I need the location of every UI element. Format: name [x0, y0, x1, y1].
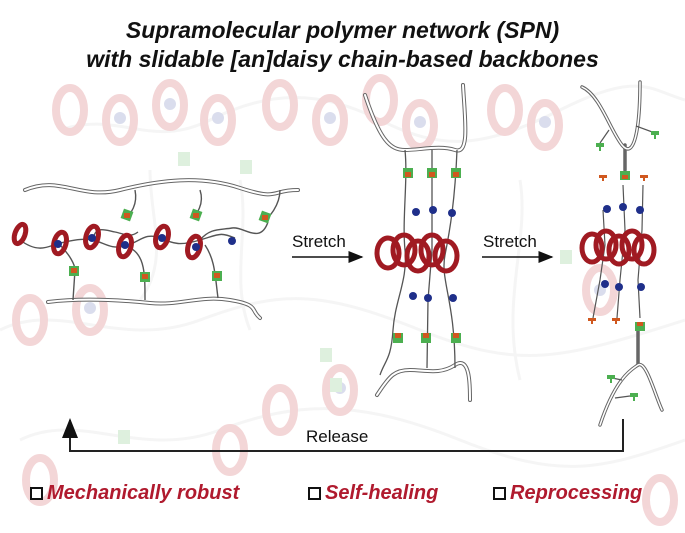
stretched-network	[363, 83, 472, 402]
release-arrow	[62, 418, 624, 452]
feature-label: Reprocessing	[510, 482, 643, 504]
checkbox-square-icon	[493, 487, 506, 500]
title-line-1: Supramolecular polymer network (SPN)	[125, 17, 560, 43]
checkbox-square-icon	[30, 487, 43, 500]
checkbox-square-icon	[308, 487, 321, 500]
title-line-2: with slidable [an]daisy chain-based back…	[86, 46, 599, 72]
feature-label: Self-healing	[325, 482, 439, 504]
feature-reprocessing: Reprocessing	[493, 482, 642, 505]
feature-label: Mechanically robust	[47, 482, 240, 504]
relaxed-network	[11, 178, 300, 320]
background-pattern	[0, 74, 685, 526]
feature-self-healing: Self-healing	[308, 482, 438, 505]
release-label: Release	[306, 427, 369, 446]
stretch-label-2: Stretch	[483, 232, 537, 251]
stretch-label-1: Stretch	[292, 232, 346, 251]
fractured-network	[579, 80, 664, 427]
feature-mechanically-robust: Mechanically robust	[30, 482, 239, 505]
